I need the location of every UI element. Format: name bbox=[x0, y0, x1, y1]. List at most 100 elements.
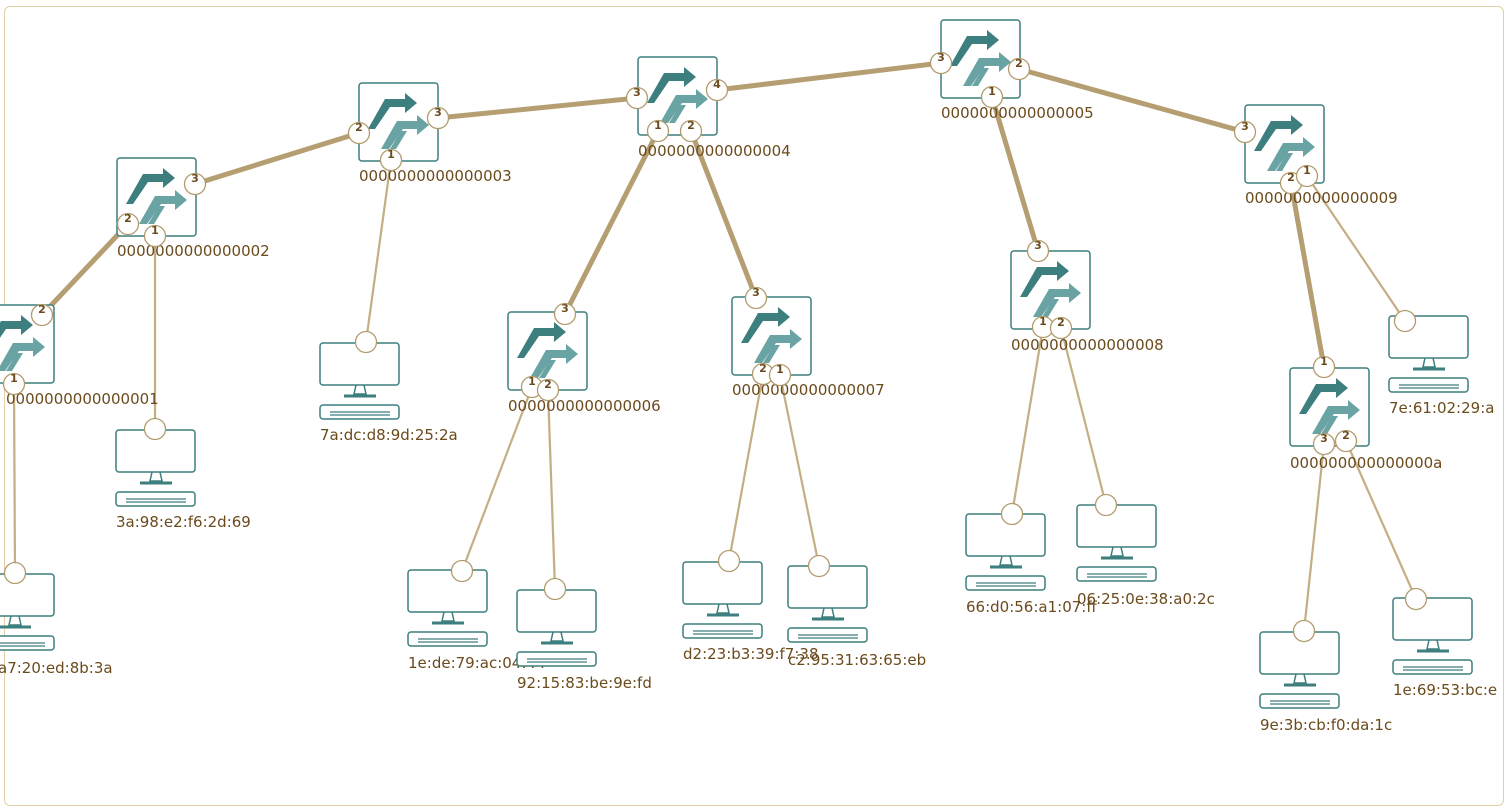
host-link-s10-h12[interactable] bbox=[1344, 440, 1418, 600]
switch-port-s8-2[interactable]: 2 bbox=[1049, 316, 1073, 340]
port-number: 3 bbox=[1241, 120, 1249, 133]
host-port-h10[interactable] bbox=[1393, 309, 1417, 333]
port-number: 2 bbox=[1342, 429, 1350, 442]
host-node-h9[interactable] bbox=[1076, 504, 1157, 582]
switch-port-s10-2[interactable]: 2 bbox=[1334, 429, 1358, 453]
host-label-h3: 7a:dc:d8:9d:25:2a bbox=[320, 426, 458, 444]
switch-port-s5-3[interactable]: 3 bbox=[929, 51, 953, 75]
switch-port-s3-2[interactable]: 2 bbox=[347, 121, 371, 145]
switch-node-s2[interactable] bbox=[116, 157, 197, 237]
switch-port-s2-3[interactable]: 3 bbox=[183, 172, 207, 196]
host-label-h8: 66:d0:56:a1:07:ff bbox=[966, 598, 1097, 616]
host-link-s7-h6[interactable] bbox=[727, 373, 765, 562]
switch-link-s4-s6[interactable] bbox=[562, 128, 661, 317]
switch-node-s4[interactable] bbox=[637, 56, 718, 136]
host-port-h1[interactable] bbox=[3, 561, 27, 585]
host-link-s10-h11[interactable] bbox=[1302, 443, 1326, 632]
switch-port-s4-2[interactable]: 2 bbox=[679, 119, 703, 143]
switch-link-s2-s3[interactable] bbox=[192, 130, 362, 187]
switch-port-s5-1[interactable]: 1 bbox=[980, 85, 1004, 109]
host-link-s6-h5[interactable] bbox=[546, 389, 557, 590]
host-link-s7-h7[interactable] bbox=[778, 374, 821, 567]
host-port-h9[interactable] bbox=[1094, 493, 1118, 517]
host-node-h8[interactable] bbox=[965, 513, 1046, 591]
switch-node-s9[interactable] bbox=[1244, 104, 1325, 184]
host-port-h11[interactable] bbox=[1292, 619, 1316, 643]
switch-node-s5[interactable] bbox=[940, 19, 1021, 99]
host-link-s8-h9[interactable] bbox=[1059, 327, 1108, 506]
switch-port-s6-3[interactable]: 3 bbox=[553, 302, 577, 326]
host-port-h2[interactable] bbox=[143, 417, 167, 441]
switch-node-s10[interactable] bbox=[1289, 367, 1370, 447]
switch-link-s4-s5[interactable] bbox=[714, 60, 944, 93]
host-label-h12: 1e:69:53:bc:e bbox=[1393, 681, 1497, 699]
host-node-h5[interactable] bbox=[516, 589, 597, 667]
computer-icon bbox=[0, 573, 55, 651]
host-link-s8-h8[interactable] bbox=[1010, 326, 1045, 515]
switch-label-s8: 0000000000000008 bbox=[1011, 336, 1164, 354]
host-port-h5[interactable] bbox=[543, 577, 567, 601]
switch-port-s2-1[interactable]: 1 bbox=[143, 224, 167, 248]
switch-label-s7: 0000000000000007 bbox=[732, 381, 885, 399]
switch-link-s1-s2[interactable] bbox=[39, 221, 131, 318]
switch-label-s9: 0000000000000009 bbox=[1245, 189, 1398, 207]
switch-port-s6-2[interactable]: 2 bbox=[536, 378, 560, 402]
switch-arrows-icon bbox=[1254, 115, 1315, 171]
switch-link-s3-s4[interactable] bbox=[435, 95, 640, 121]
switch-link-s5-s9[interactable] bbox=[1016, 66, 1248, 135]
switch-link-s9-s10[interactable] bbox=[1288, 180, 1327, 370]
host-node-h4[interactable] bbox=[407, 569, 488, 647]
port-number: 3 bbox=[752, 286, 760, 299]
switch-port-s10-1[interactable]: 1 bbox=[1312, 355, 1336, 379]
host-node-h12[interactable] bbox=[1392, 597, 1473, 675]
host-node-h6[interactable] bbox=[682, 561, 763, 639]
host-node-h3[interactable] bbox=[319, 342, 400, 420]
port-number: 2 bbox=[124, 212, 132, 225]
computer-icon bbox=[1392, 597, 1473, 675]
switch-port-s3-1[interactable]: 1 bbox=[379, 148, 403, 172]
host-port-h12[interactable] bbox=[1404, 587, 1428, 611]
host-node-h11[interactable] bbox=[1259, 631, 1340, 709]
switch-port-s2-2[interactable]: 2 bbox=[116, 212, 140, 236]
switch-port-s10-3[interactable]: 3 bbox=[1312, 432, 1336, 456]
switch-port-s4-3[interactable]: 3 bbox=[625, 86, 649, 110]
switch-port-s7-1[interactable]: 1 bbox=[768, 363, 792, 387]
host-port-h4[interactable] bbox=[450, 559, 474, 583]
port-number: 3 bbox=[633, 86, 641, 99]
host-node-h1[interactable] bbox=[0, 573, 55, 651]
switch-port-s3-3[interactable]: 3 bbox=[426, 106, 450, 130]
switch-port-s5-2[interactable]: 2 bbox=[1007, 57, 1031, 81]
switch-arrows-icon bbox=[1299, 378, 1360, 434]
host-link-s3-h3[interactable] bbox=[364, 159, 393, 343]
switch-label-s1: 0000000000000001 bbox=[6, 390, 159, 408]
host-label-h9: 06:25:0e:38:a0:2c bbox=[1077, 590, 1215, 608]
switch-port-s7-3[interactable]: 3 bbox=[744, 286, 768, 310]
switch-port-s9-3[interactable]: 3 bbox=[1233, 120, 1257, 144]
host-port-h6[interactable] bbox=[717, 549, 741, 573]
host-port-h3[interactable] bbox=[354, 330, 378, 354]
switch-port-s4-1[interactable]: 1 bbox=[646, 119, 670, 143]
switch-node-s3[interactable] bbox=[358, 82, 439, 162]
computer-icon bbox=[319, 342, 400, 420]
switch-port-s1-2[interactable]: 2 bbox=[30, 303, 54, 327]
switch-node-s7[interactable] bbox=[731, 296, 812, 376]
host-node-h2[interactable] bbox=[115, 429, 196, 507]
host-link-s1-h1[interactable] bbox=[12, 383, 17, 574]
host-port-h7[interactable] bbox=[807, 554, 831, 578]
host-link-s6-h4[interactable] bbox=[460, 386, 534, 572]
port-number: 2 bbox=[38, 303, 46, 316]
host-label-h6: d2:23:b3:39:f7:38 bbox=[683, 645, 818, 663]
switch-link-s5-s8[interactable] bbox=[989, 94, 1041, 254]
switch-port-s9-1[interactable]: 1 bbox=[1295, 164, 1319, 188]
switch-node-s6[interactable] bbox=[507, 311, 588, 391]
host-node-h7[interactable] bbox=[787, 565, 868, 643]
switch-link-s4-s7[interactable] bbox=[688, 128, 759, 301]
switch-port-s1-1[interactable]: 1 bbox=[2, 372, 26, 396]
switch-port-s8-3[interactable]: 3 bbox=[1026, 239, 1050, 263]
switch-port-s4-4[interactable]: 4 bbox=[705, 78, 729, 102]
switch-node-s8[interactable] bbox=[1010, 250, 1091, 330]
switch-label-s2: 0000000000000002 bbox=[117, 242, 270, 260]
host-link-s9-h10[interactable] bbox=[1306, 175, 1406, 322]
switch-arrows-icon bbox=[126, 168, 187, 224]
host-port-h8[interactable] bbox=[1000, 502, 1024, 526]
